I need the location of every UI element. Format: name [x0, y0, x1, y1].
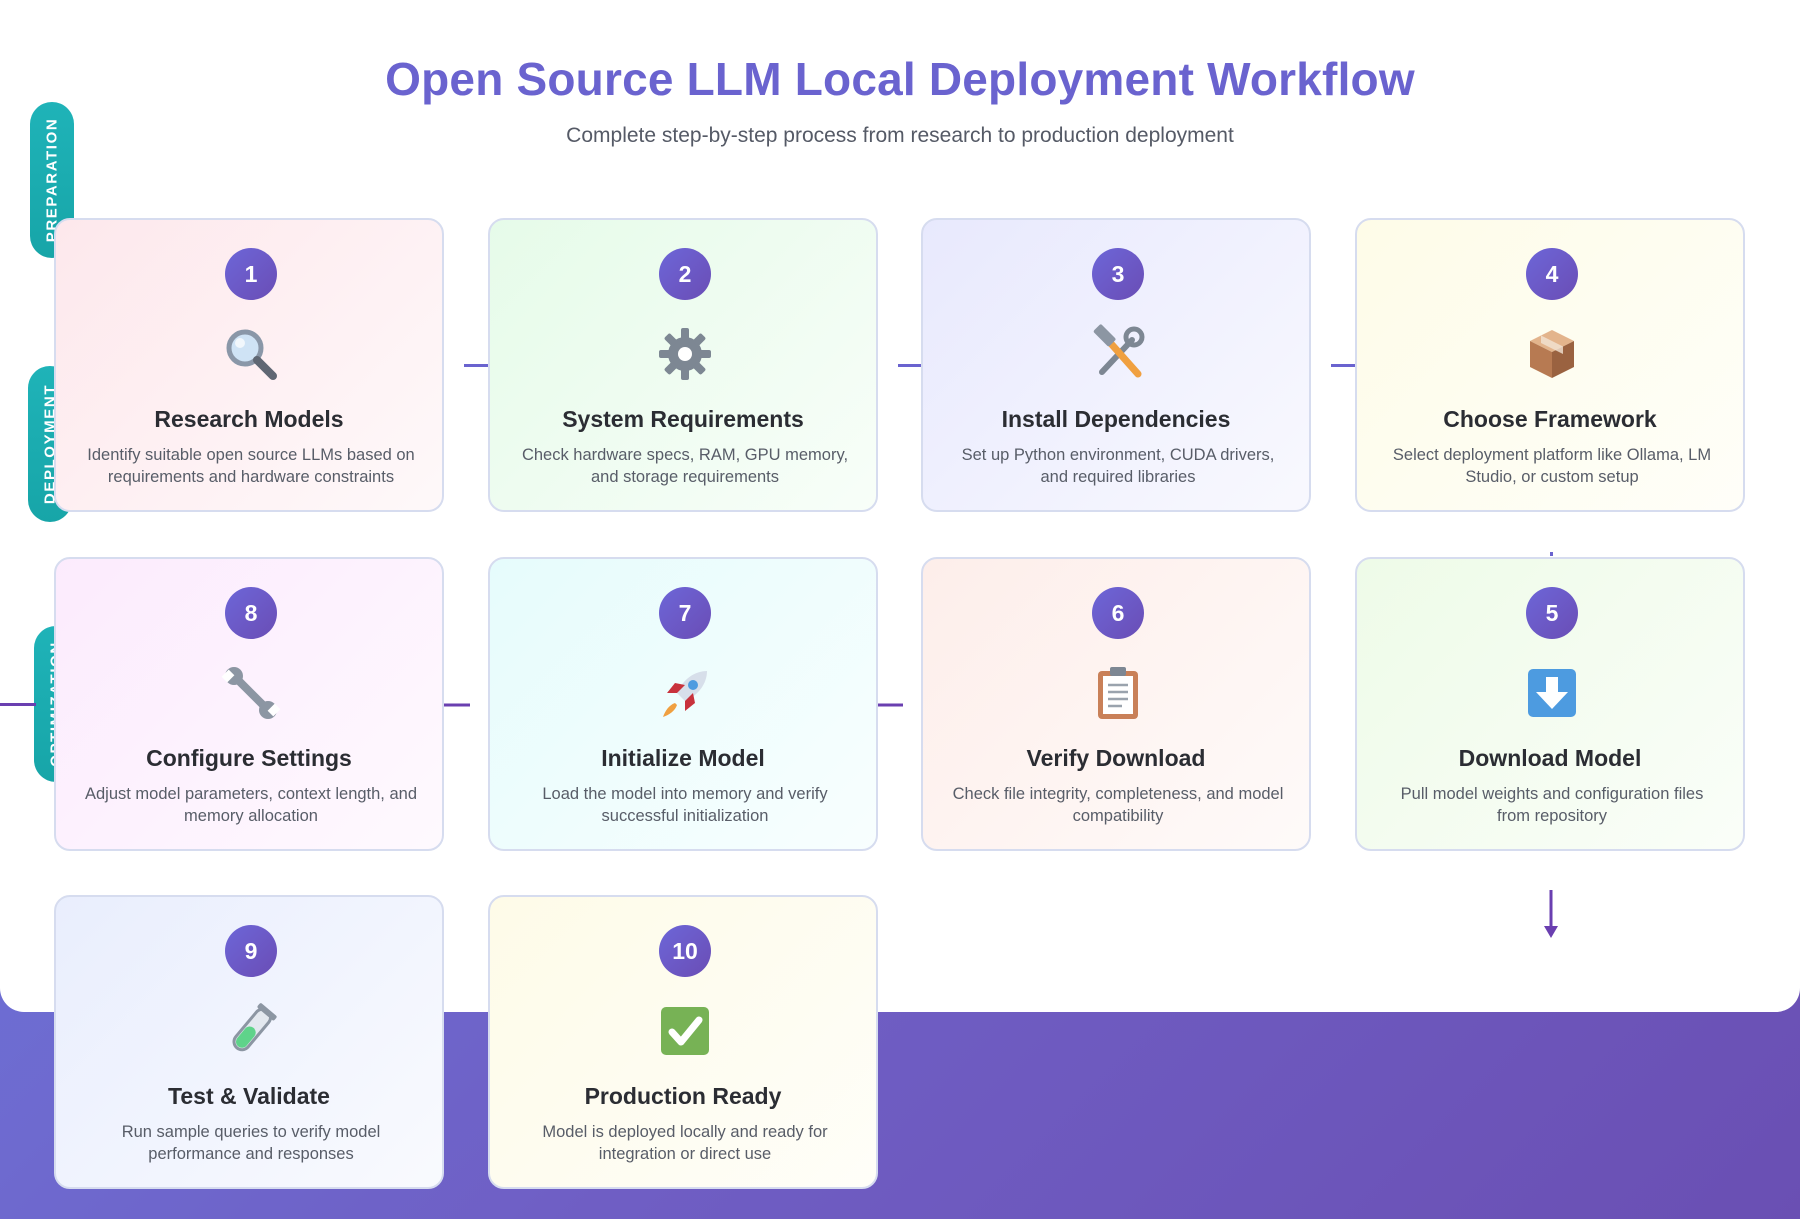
step-number: 1 [225, 248, 277, 300]
connector-2-3 [898, 364, 926, 367]
step-number: 7 [659, 587, 711, 639]
connector-edge [0, 703, 36, 706]
magnifying-glass-icon [221, 324, 281, 384]
clipboard-icon [1088, 663, 1148, 723]
step-number: 5 [1526, 587, 1578, 639]
step-title: Choose Framework [1443, 406, 1657, 432]
arrow-down [1544, 890, 1558, 938]
package-icon [1522, 324, 1582, 384]
connector-1-2 [464, 364, 492, 367]
step-description: Load the model into memory and verify su… [542, 785, 828, 825]
step-title: System Requirements [562, 406, 804, 432]
step-title: Test & Validate [168, 1083, 330, 1109]
step-number: 4 [1526, 248, 1578, 300]
step-description: Check hardware specs, RAM, GPU memory, a… [521, 446, 849, 486]
step-description: Identify suitable open source LLMs based… [87, 446, 415, 486]
wrench-icon [221, 663, 281, 723]
step-number: 10 [659, 925, 711, 977]
gear-icon [655, 324, 715, 384]
step-title: Install Dependencies [1001, 406, 1231, 432]
step-description: Adjust model parameters, context length,… [84, 785, 418, 825]
step-title: Production Ready [584, 1083, 782, 1109]
step-description: Pull model weights and configuration fil… [1400, 785, 1704, 825]
step-number: 8 [225, 587, 277, 639]
page-subtitle: Complete step-by-step process from resea… [566, 124, 1234, 147]
step-description: Run sample queries to verify model perfo… [121, 1123, 381, 1163]
step-title: Initialize Model [601, 745, 765, 771]
step-title: Research Models [154, 406, 344, 432]
rocket-icon [655, 663, 715, 723]
check-mark-icon [655, 1001, 715, 1061]
page-title: Open Source LLM Local Deployment Workflo… [385, 53, 1415, 105]
step-title: Configure Settings [146, 745, 352, 771]
step-title: Download Model [1458, 745, 1642, 771]
connector-3-4 [1331, 364, 1359, 367]
step-number: 9 [225, 925, 277, 977]
step-number: 6 [1092, 587, 1144, 639]
step-title: Verify Download [1026, 745, 1206, 771]
connector-dot [1550, 552, 1553, 556]
step-description: Set up Python environment, CUDA drivers,… [961, 446, 1275, 486]
step-description: Model is deployed locally and ready for … [542, 1123, 828, 1163]
step-number: 3 [1092, 248, 1144, 300]
down-arrow-icon [1522, 663, 1582, 723]
test-tube-icon [221, 1001, 281, 1061]
hammer-wrench-icon [1088, 324, 1148, 384]
step-description: Check file integrity, completeness, and … [952, 785, 1284, 825]
step-description: Select deployment platform like Ollama, … [1392, 446, 1712, 486]
step-number: 2 [659, 248, 711, 300]
